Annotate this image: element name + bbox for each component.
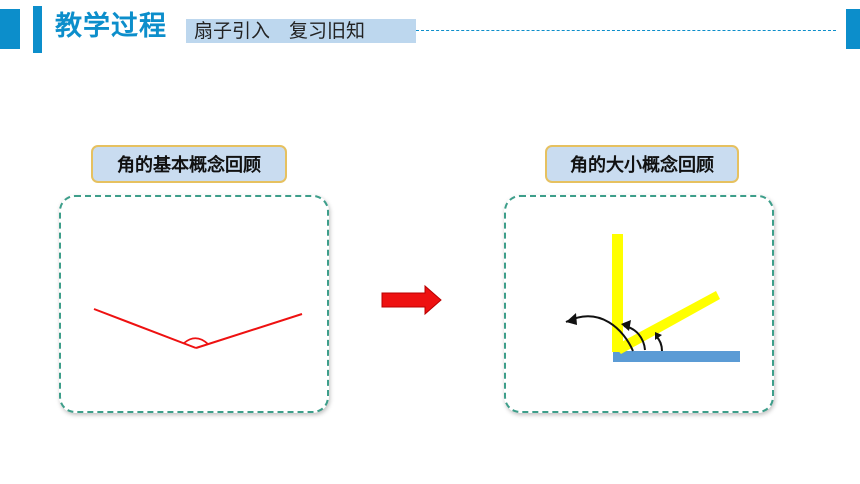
angle-size-panel — [504, 195, 774, 413]
angle-side-right — [195, 313, 303, 349]
small-rotation-arrowhead-icon — [655, 332, 662, 340]
header-divider — [416, 30, 836, 31]
angle-arc — [183, 337, 209, 345]
vertical-rod — [612, 234, 623, 352]
left-panel-label: 角的基本概念回顾 — [91, 145, 287, 183]
right-arrow-icon — [381, 284, 442, 316]
medium-rotation-arrowhead-icon — [621, 320, 631, 331]
header-accent-bar-small — [0, 9, 20, 49]
basic-angle-panel — [59, 195, 329, 413]
base-rod — [613, 351, 740, 362]
angle-side-left — [93, 308, 197, 349]
angle-size-figure — [565, 234, 740, 362]
basic-angle-figure — [93, 308, 303, 349]
header-end-block — [846, 9, 860, 49]
page-subtitle: 扇子引入 复习旧知 — [186, 19, 416, 43]
right-panel-label: 角的大小概念回顾 — [545, 145, 739, 183]
large-rotation-arrowhead-icon — [566, 313, 577, 325]
header-accent-bar — [33, 6, 42, 53]
page-title: 教学过程 — [55, 11, 167, 42]
